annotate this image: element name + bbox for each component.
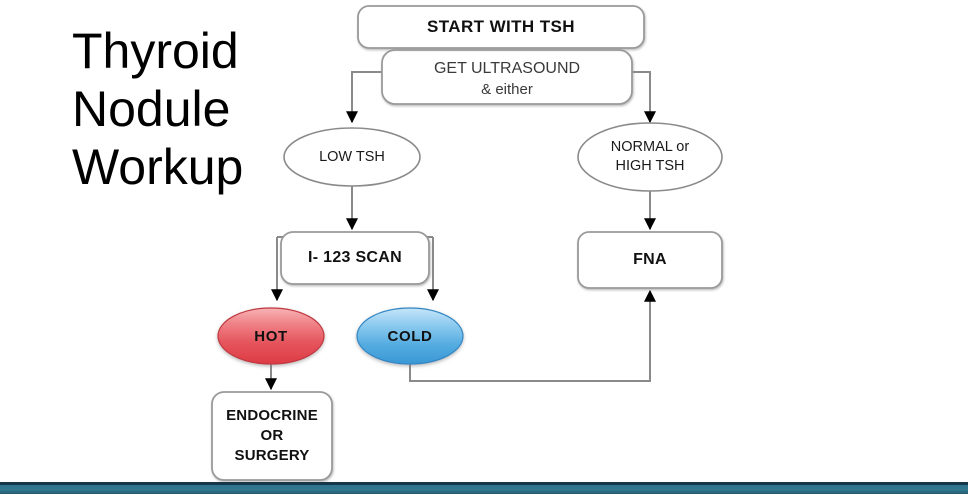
page-title: Thyroid Nodule Workup [72, 23, 244, 195]
bottom-accent-bar [0, 482, 968, 494]
node-i123-shape [280, 231, 430, 285]
node-endocrine-or-surgery[interactable] [212, 392, 332, 480]
node-normal-high-tsh[interactable] [578, 123, 722, 191]
node-low-tsh-shape [283, 127, 421, 187]
bottom-accent-bar-edge [0, 482, 968, 485]
bottom-accent-bar-fill [0, 485, 968, 494]
node-hot[interactable] [218, 308, 324, 364]
node-start[interactable] [358, 6, 644, 48]
node-fna[interactable] [578, 232, 722, 288]
node-start-shape [357, 5, 645, 49]
node-endocrine-shape [211, 391, 333, 481]
node-cold[interactable] [357, 308, 463, 364]
node-ultrasound[interactable] [382, 50, 632, 104]
node-hot-shape [217, 307, 325, 365]
node-fna-shape [577, 231, 723, 289]
node-ultrasound-shape [381, 49, 633, 105]
node-i123-scan[interactable] [281, 232, 429, 284]
edge-cold-to-fna [409, 289, 656, 382]
node-cold-shape [356, 307, 464, 365]
node-normal-high-tsh-shape [577, 122, 723, 192]
node-low-tsh[interactable] [284, 128, 420, 186]
